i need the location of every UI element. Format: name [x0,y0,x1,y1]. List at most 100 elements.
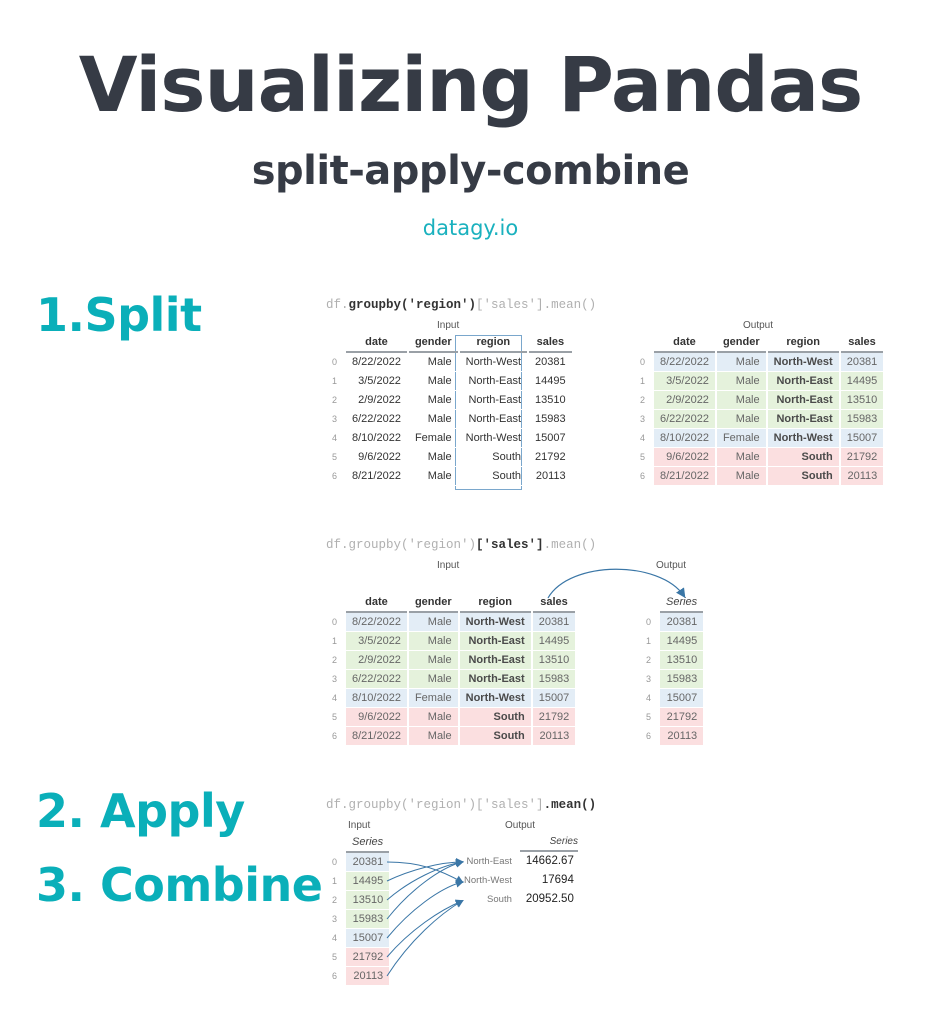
row-index: 5 [332,708,344,727]
cell-sales: 20113 [529,467,572,486]
input-caption: Input [437,560,460,571]
cell-date: 2/9/2022 [346,391,407,410]
row-index: 4 [332,429,344,448]
cell-sales: 15983 [840,410,884,429]
cell-region: South [767,448,839,467]
column-header-region: region [459,334,528,353]
step-combine-heading: 3. Combine [36,858,323,912]
cell-region: North-West [459,613,531,632]
series-header: Series [346,834,390,853]
row-index: 1 [646,632,658,651]
cell-region: North-East [459,632,531,651]
cell-gender: Male [408,632,458,651]
cell-region: North-East [767,410,839,429]
code-snippet-select: df.groupby('region')['sales'].mean() [326,538,597,552]
cell-date: 8/10/2022 [346,689,407,708]
column-header-date: date [654,334,715,353]
cell-region: North-East [459,372,528,391]
index-header [332,834,344,853]
cell-gender: Male [716,410,766,429]
row-index: 2 [332,391,344,410]
cell-date: 8/21/2022 [654,467,715,486]
cell-date: 9/6/2022 [654,448,715,467]
cell-sales: 20113 [660,727,704,746]
row-index: 2 [332,651,344,670]
cell-region: North-West [767,429,839,448]
page-subtitle: split-apply-combine [251,148,690,194]
cell-sales: 15007 [346,929,390,948]
cell-sales: 14495 [840,372,884,391]
cell-gender: Male [408,651,458,670]
cell-sales: 21792 [346,948,390,967]
cell-date: 6/22/2022 [346,410,407,429]
row-index: 6 [332,967,344,986]
cell-sales: 21792 [529,448,572,467]
group-label: South [458,890,520,909]
row-index: 6 [332,467,344,486]
cell-gender: Male [716,353,766,372]
cell-date: 8/21/2022 [346,727,407,746]
cell-gender: Male [408,353,458,372]
cell-sales: 15983 [532,670,576,689]
group-label: North-West [458,871,520,890]
cell-sales: 13510 [532,651,576,670]
column-header-sales: sales [532,594,576,613]
row-index: 0 [332,613,344,632]
column-header-date: date [346,334,407,353]
cell-sales: 20381 [529,353,572,372]
input-caption: Input [348,820,371,831]
cell-gender: Male [716,448,766,467]
cell-sales: 14495 [660,632,704,651]
cell-region: North-East [459,651,531,670]
cell-sales: 20381 [660,613,704,632]
cell-region: South [459,727,531,746]
series-header: Series [520,834,578,852]
cell-date: 8/21/2022 [346,467,407,486]
column-header-date: date [346,594,407,613]
row-index: 0 [332,353,344,372]
row-index: 6 [332,727,344,746]
cell-region: North-East [767,391,839,410]
cell-date: 3/5/2022 [346,372,407,391]
cell-region: North-East [459,391,528,410]
row-index: 3 [640,410,652,429]
brand-link[interactable]: datagy.io [422,216,519,240]
index-header [640,334,652,353]
row-index: 2 [640,391,652,410]
group-mean-value: 17694 [519,871,580,890]
cell-gender: Male [408,708,458,727]
cell-gender: Female [408,689,458,708]
cell-date: 8/22/2022 [654,353,715,372]
cell-sales: 21792 [660,708,704,727]
cell-gender: Male [408,727,458,746]
cell-sales: 20381 [346,853,390,872]
row-index: 1 [640,372,652,391]
cell-gender: Female [716,429,766,448]
row-index: 3 [646,670,658,689]
row-index: 0 [640,353,652,372]
page-title: Visualizing Pandas [78,40,864,129]
row-index: 4 [332,689,344,708]
cell-date: 3/5/2022 [346,632,407,651]
cell-gender: Male [408,670,458,689]
column-header-gender: gender [716,334,766,353]
